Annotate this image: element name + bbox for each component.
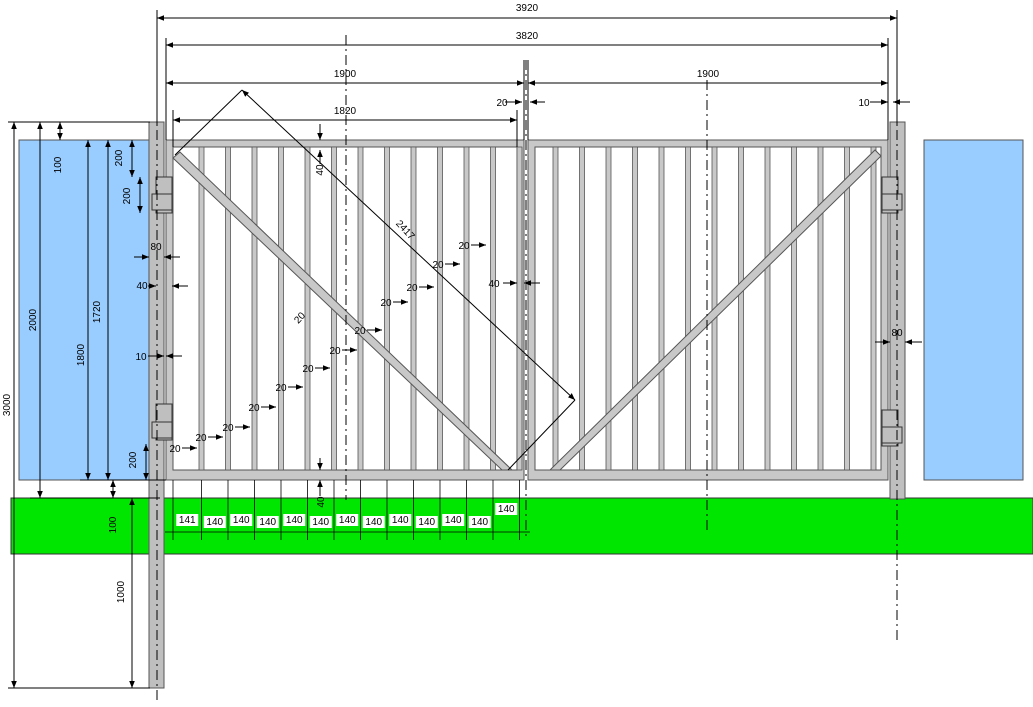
bar-width-label-5: 20 <box>275 383 287 394</box>
dim-left-leaf: 1900 <box>334 69 357 80</box>
spacing-label-bg-9 <box>389 514 412 526</box>
bar-width-label-4: 20 <box>248 403 260 414</box>
right-bar-9 <box>764 146 771 471</box>
right-bar-6 <box>685 146 691 471</box>
spacing-label-bg-12 <box>468 516 491 528</box>
left-bar-13 <box>516 146 523 471</box>
spacing-label-13: 140 <box>498 504 515 515</box>
dim-right-gap: 10 <box>858 98 870 109</box>
spacing-label-bg-11 <box>442 514 465 526</box>
bar-width-label-12: 20 <box>458 241 470 252</box>
bar-width-label-8: 20 <box>354 326 366 337</box>
left-vertical-dimensions <box>8 121 166 689</box>
right-bar-10 <box>791 146 797 471</box>
dim-pillar-height: 2000 <box>28 308 39 331</box>
spacing-label-bg-8 <box>362 516 385 528</box>
spacing-label-bg-13 <box>495 503 518 515</box>
spacing-label-3: 140 <box>233 515 250 526</box>
bar-width-label-1: 20 <box>169 444 181 455</box>
post-dimensions <box>134 254 922 359</box>
dim-leaf-offset: 10 <box>135 352 147 363</box>
spacing-label-9: 140 <box>392 515 409 526</box>
left-bar-4 <box>278 146 284 471</box>
dim-hinge-height: 200 <box>122 187 133 204</box>
spacing-label-12: 140 <box>471 517 488 528</box>
right-bar-8 <box>738 146 744 471</box>
bar-width-label-3: 20 <box>222 423 234 434</box>
spacing-label-bg-7 <box>336 514 359 526</box>
right-bar-5 <box>658 146 665 471</box>
spacing-label-bg-1 <box>176 514 199 526</box>
spacing-label-bg-2 <box>203 516 226 528</box>
spacing-label-bg-6 <box>309 516 332 528</box>
dim-left-inner: 1820 <box>334 106 357 117</box>
dim-inner-width: 3820 <box>516 31 539 42</box>
dim-bar-bottom: 40 <box>316 496 327 508</box>
bar-width-label-6: 20 <box>302 364 314 375</box>
right-bar-2 <box>579 146 585 471</box>
dim-post-width-left: 80 <box>150 242 162 253</box>
dim-post-width-right: 80 <box>891 328 903 339</box>
spacing-label-bg-10 <box>415 516 438 528</box>
bar-width-labels: 20 20 20 20 20 20 20 20 20 20 20 20 <box>169 241 486 455</box>
bar-width-label-7: 20 <box>329 346 341 357</box>
spacing-label-bg-4 <box>256 516 279 528</box>
dim-center-gap: 20 <box>496 98 508 109</box>
right-pillar <box>923 139 1024 481</box>
bar-width-label-11: 20 <box>432 260 444 271</box>
spacing-label-5: 140 <box>286 515 303 526</box>
left-bar-7 <box>357 146 364 471</box>
dim-hinge-top: 200 <box>114 149 125 166</box>
spacing-label-bg-5 <box>283 514 306 526</box>
left-bar-5 <box>304 146 311 471</box>
left-bar-2 <box>225 146 231 471</box>
bar-width-label-9: 20 <box>380 298 392 309</box>
right-bar-4 <box>632 146 638 471</box>
dim-right-leaf: 1900 <box>697 69 720 80</box>
spacing-label-11: 140 <box>445 515 462 526</box>
right-brace <box>548 149 882 471</box>
spacing-label-4: 140 <box>259 517 276 528</box>
left-bar-9 <box>410 146 417 471</box>
dim-hinge-offset: 40 <box>136 281 148 292</box>
right-bar-11 <box>817 146 824 471</box>
dim-infill-height: 1720 <box>92 300 103 323</box>
left-bar-1 <box>198 146 205 471</box>
dim-center-bar: 40 <box>488 279 500 290</box>
dim-top-offset: 100 <box>53 156 64 173</box>
dim-foundation-depth: 1000 <box>116 580 127 603</box>
dim-total-height: 3000 <box>2 393 13 416</box>
dim-ground-clearance: 100 <box>108 516 119 533</box>
left-bar-11 <box>463 146 470 471</box>
dim-frame-bottom: 200 <box>128 451 139 468</box>
diagonal-dimension <box>174 89 576 471</box>
dim-bar-top: 40 <box>315 164 326 176</box>
bar-width-label-10: 20 <box>406 283 418 294</box>
spacing-label-1: 141 <box>179 515 196 526</box>
spacing-dimensions: 141 140 140 140 140 140 140 140 140 140 140 140 140 <box>165 480 530 540</box>
dim-gate-height: 1800 <box>76 343 87 366</box>
spacing-label-6: 140 <box>312 517 329 528</box>
right-bar-13 <box>870 146 877 471</box>
spacing-label-7: 140 <box>339 515 356 526</box>
spacing-label-bg-3 <box>230 514 253 526</box>
dim-total-width: 3920 <box>516 3 539 14</box>
left-bar-3 <box>251 146 258 471</box>
left-bar-10 <box>437 146 443 471</box>
right-bar-3 <box>605 146 612 471</box>
spacing-label-8: 140 <box>365 517 382 528</box>
left-bar-12 <box>490 146 496 471</box>
spacing-label-2: 140 <box>206 517 223 528</box>
bar-width-label-2: 20 <box>195 433 207 444</box>
right-bar-12 <box>844 146 850 471</box>
spacing-label-10: 140 <box>418 517 435 528</box>
